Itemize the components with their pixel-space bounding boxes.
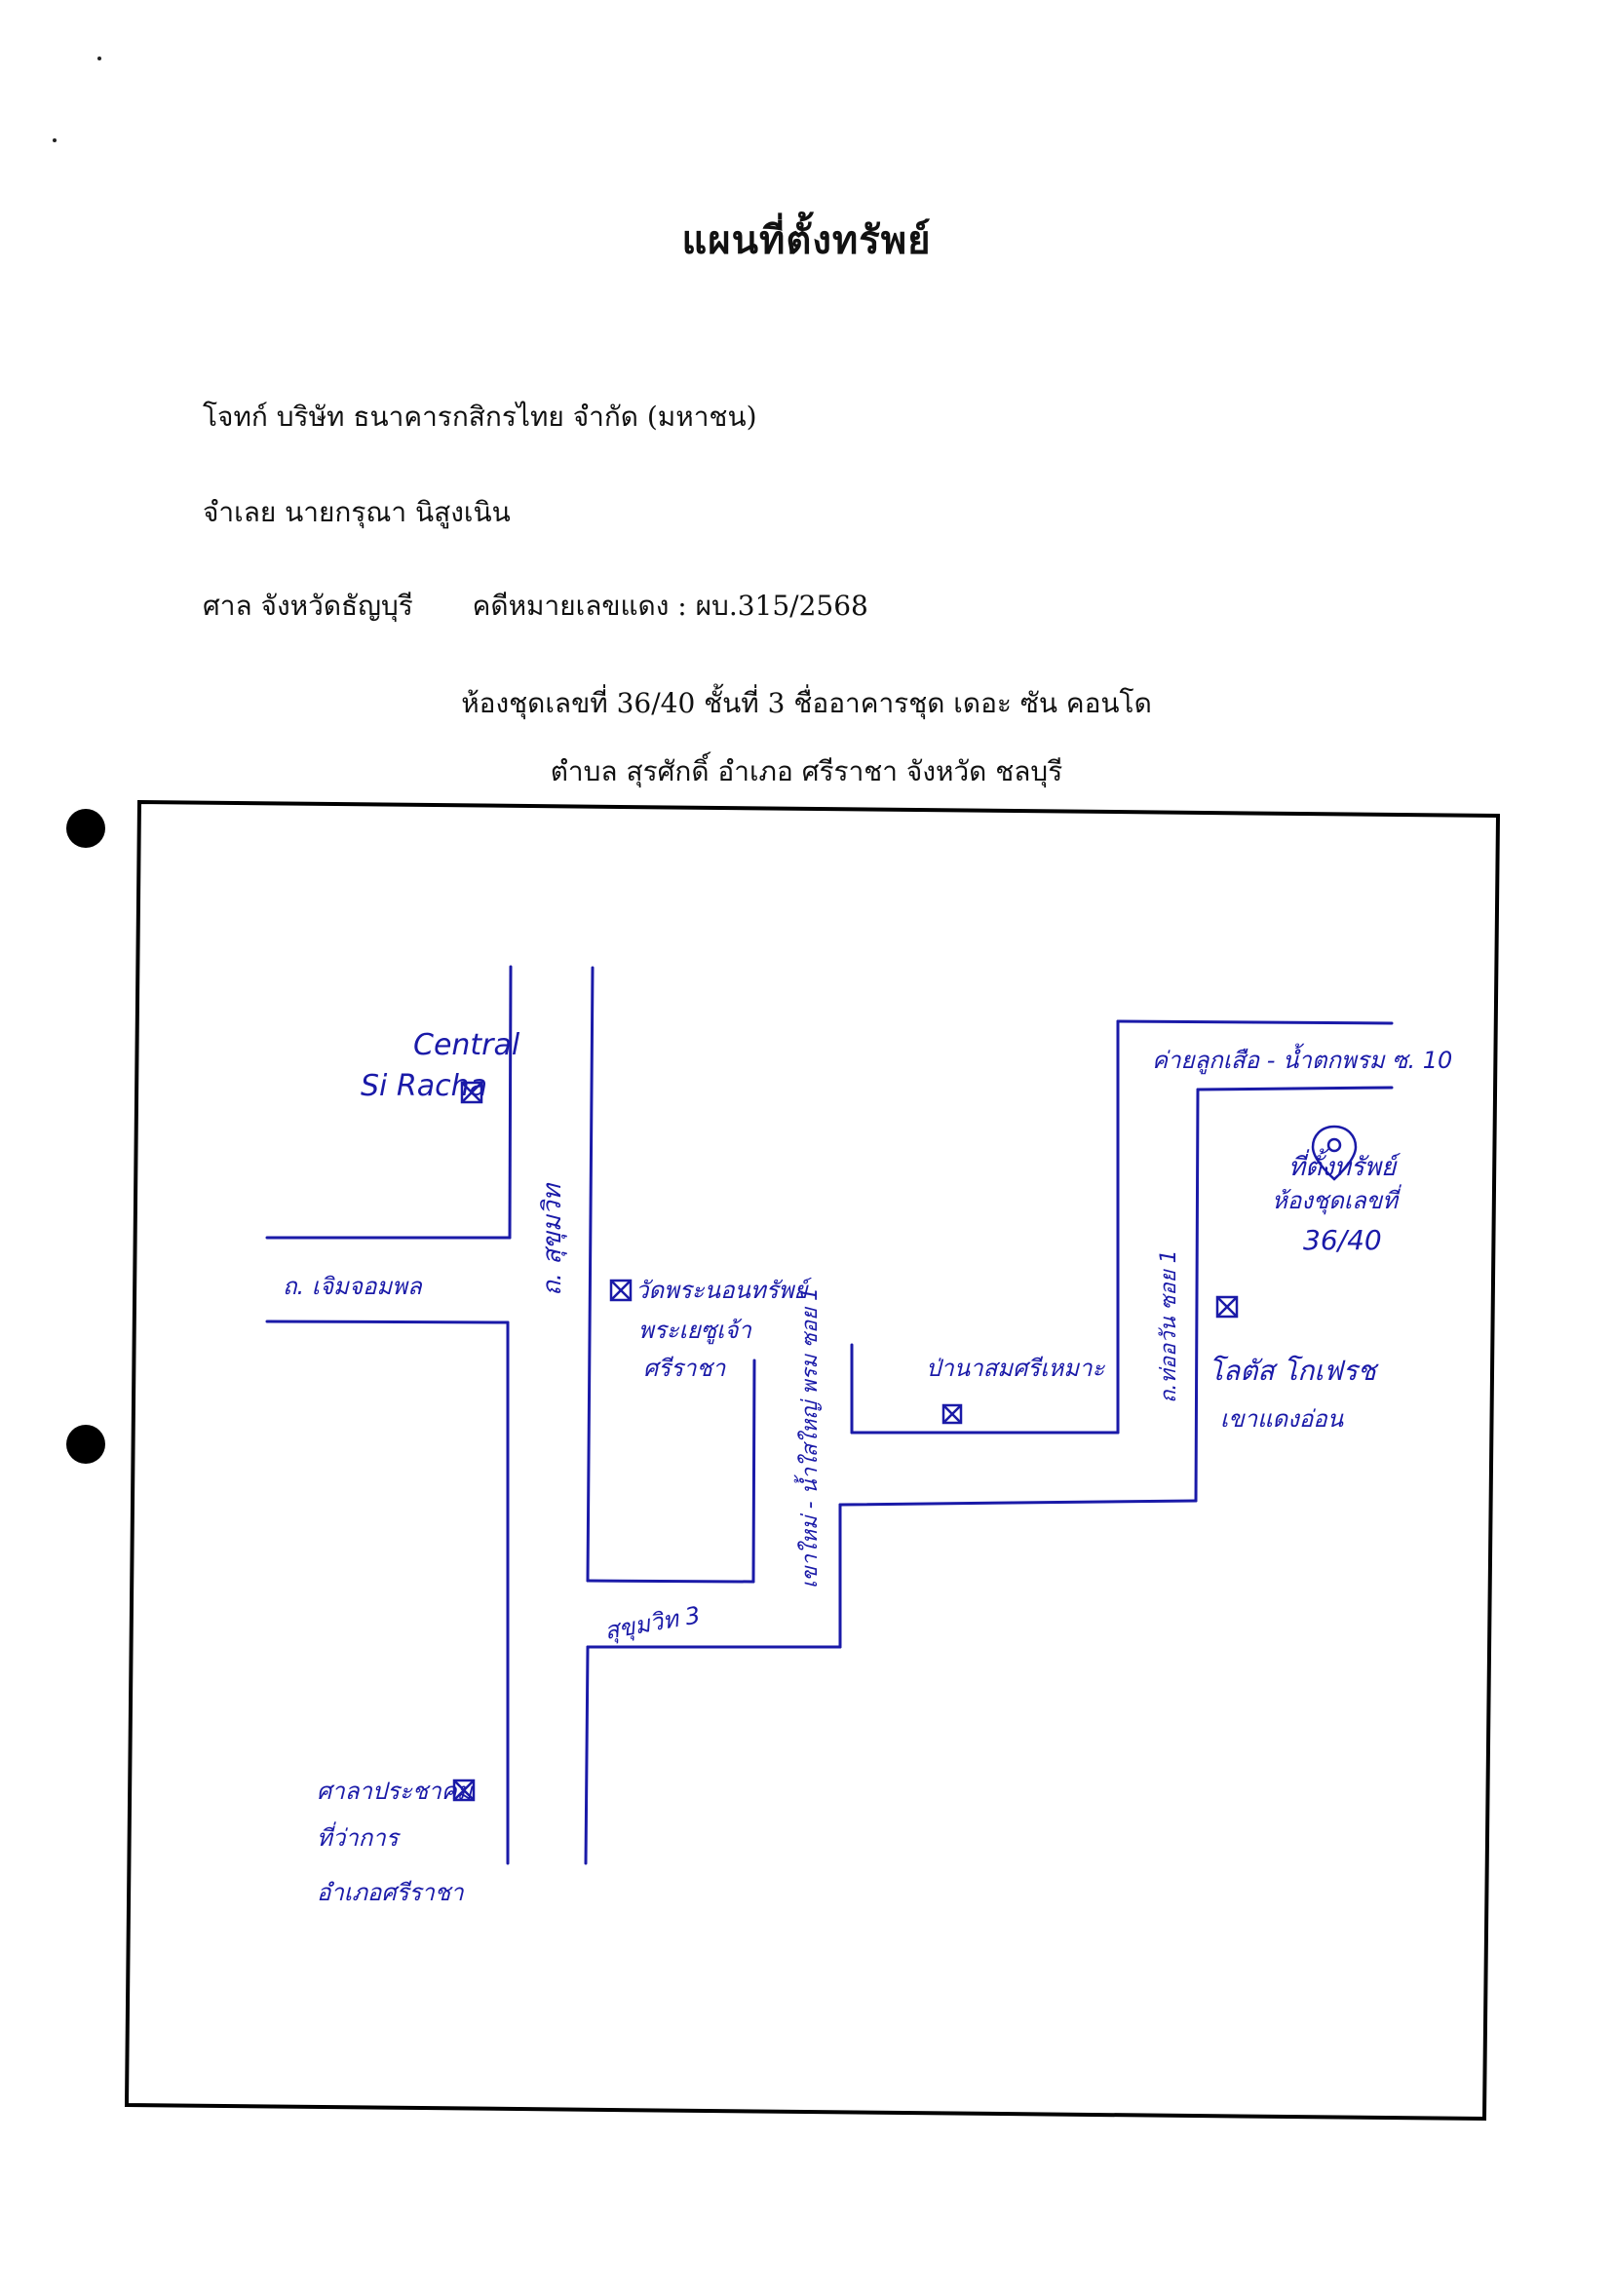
label-property-2: ห้องชุดเลขที่ — [1272, 1184, 1402, 1215]
label-temple-1: วัดพระนอนทรัพย์ — [635, 1277, 812, 1304]
label-central-1: Central — [413, 1028, 520, 1062]
district-marker — [452, 1779, 476, 1802]
label-property-3: 36/40 — [1303, 1224, 1382, 1256]
temple-marker — [609, 1279, 633, 1302]
page-title: แผนที่ตั้งทรัพย์ — [681, 217, 932, 263]
central-marker — [460, 1081, 483, 1104]
label-cemetery: ป่านาสมศรีเหมาะ — [926, 1355, 1106, 1382]
label-district-2: ที่ว่าการ — [317, 1821, 402, 1852]
court-name: ศาล จังหวัดธัญบุรี — [203, 590, 413, 622]
scan-speck — [97, 57, 101, 60]
label-temple-3: ศรีราชา — [643, 1355, 727, 1382]
court-line: ศาล จังหวัดธัญบุรี คดีหมายเลขแดง : ผบ.31… — [203, 585, 868, 628]
label-sukhumvit3: สุขุมวิท 3 — [602, 1601, 703, 1646]
property-line-1: ห้องชุดเลขที่ 36/40 ชั้นที่ 3 ชื่ออาคารช… — [461, 687, 1152, 719]
plaintiff-line: โจทก์ บริษัท ธนาคารกสิกรไทย จำกัด (มหาชน… — [203, 401, 757, 433]
case-number: คดีหมายเลขแดง : ผบ.315/2568 — [472, 590, 868, 622]
label-district-3: อำเภอศรีราชา — [317, 1879, 465, 1906]
label-road-charoen: ถ. เจิมจอมพล — [283, 1273, 423, 1300]
label-road-sukhumvit: ถ. สุขุมวิท — [538, 1182, 567, 1296]
punch-hole-bottom — [66, 1425, 105, 1464]
label-road-top: ค่ายลูกเสือ - น้ำตกพรม ซ. 10 — [1152, 1043, 1452, 1075]
label-property-1: ที่ตั้งทรัพย์ — [1288, 1148, 1401, 1182]
map-roads — [265, 965, 1394, 1865]
label-central-2: Si Racha — [361, 1069, 487, 1103]
label-lotus-1: โลตัส โกเฟรช — [1209, 1355, 1379, 1387]
label-district-1: ศาลาประชาคม — [317, 1778, 474, 1805]
location-pin-icon — [1311, 1125, 1358, 1181]
cemetery-marker — [941, 1403, 963, 1425]
label-lotus-2: เขาแดงอ่อน — [1220, 1405, 1344, 1433]
property-line-2: ตำบล สุรศักดิ์ อำเภอ ศรีราชา จังหวัด ชลบ… — [550, 755, 1063, 787]
map-markers — [452, 1081, 1358, 1802]
label-soi-vertical: เขาใหม่ - น้ำใสใหญ่ พรม ซอย 1 — [793, 1287, 823, 1588]
scan-speck — [53, 138, 57, 142]
map-border — [124, 799, 1501, 2122]
label-temple-2: พระเยซูเจ้า — [638, 1317, 752, 1345]
punch-hole-top — [66, 809, 105, 848]
defendant-line: จำเลย นายกรุณา นิสูงเนิน — [203, 496, 511, 528]
label-road-local: ถ.ท่ออวัน ซอย 1 — [1157, 1249, 1181, 1403]
lotus-marker — [1215, 1295, 1239, 1319]
